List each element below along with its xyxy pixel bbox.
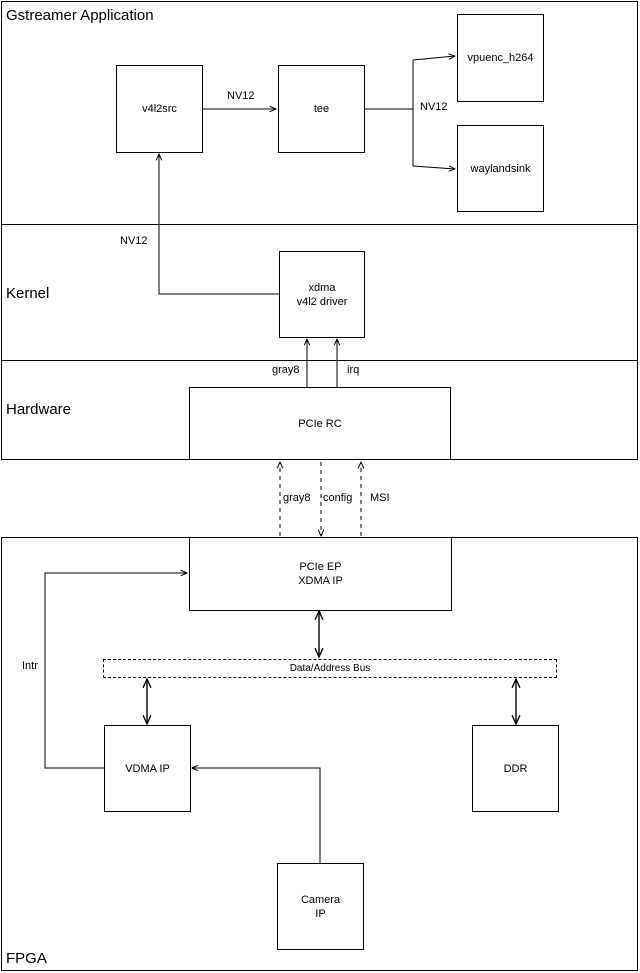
label-msi: MSI [370, 492, 390, 504]
layer-label-kernel: Kernel [6, 285, 50, 302]
label-tee-out: NV12 [420, 101, 448, 113]
label-driver-v4l2src: NV12 [120, 235, 148, 247]
vpuenc-h264-block: vpuenc_h264 [457, 14, 544, 102]
ddr-block: DDR [472, 725, 559, 812]
v4l2src-block: v4l2src [116, 65, 203, 153]
label-intr: Intr [22, 660, 38, 672]
label-config: config [323, 492, 353, 504]
label-v4l2src-tee: NV12 [227, 90, 255, 102]
label-gray8-rc-driver: gray8 [272, 364, 300, 376]
camera-ip-block: Camera IP [277, 863, 364, 950]
data-address-bus: Data/Address Bus [103, 659, 557, 678]
xdma-v4l2-driver-block: xdma v4l2 driver [279, 251, 365, 338]
label-gray8-ep-rc: gray8 [283, 492, 311, 504]
layer-label-fpga: FPGA [6, 950, 47, 967]
pcie-rc-block: PCIe RC [189, 387, 451, 460]
vdma-ip-block: VDMA IP [104, 725, 191, 812]
waylandsink-block: waylandsink [457, 125, 544, 212]
label-irq: irq [347, 364, 360, 376]
layer-label-gstreamer: Gstreamer Application [6, 7, 154, 24]
pcie-ep-xdma-block: PCIe EP XDMA IP [189, 537, 452, 611]
layer-label-hardware: Hardware [6, 401, 72, 418]
tee-block: tee [278, 65, 365, 153]
